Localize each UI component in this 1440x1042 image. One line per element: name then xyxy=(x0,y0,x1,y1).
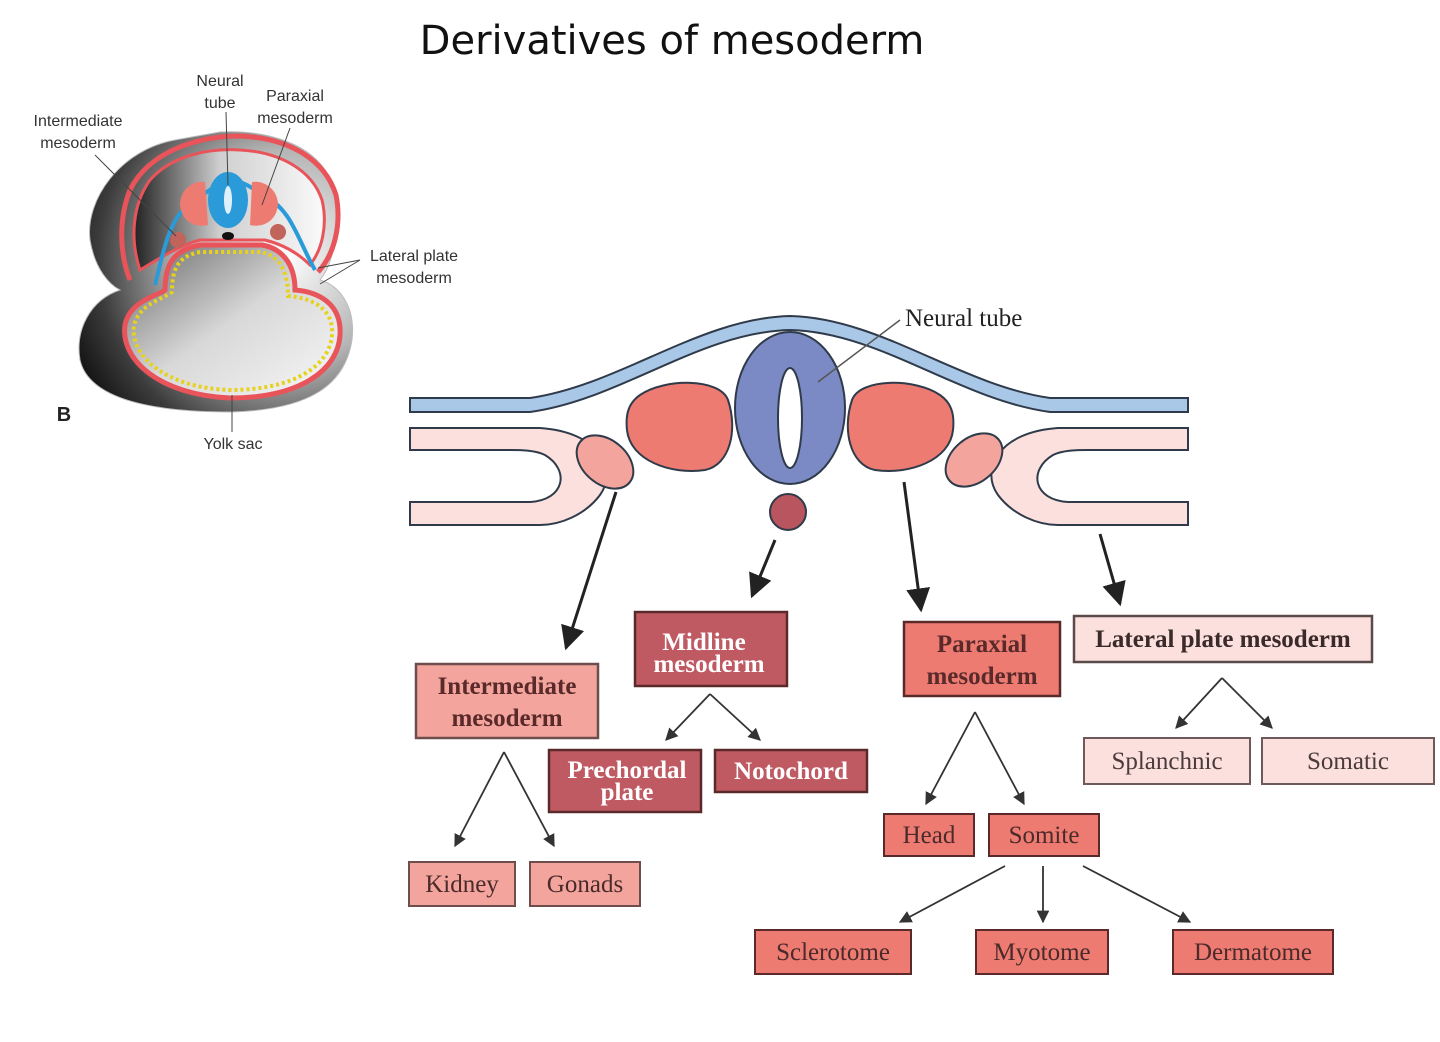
inset-leader-lines xyxy=(94,111,361,432)
inset-intermediate-label-1: Intermediate xyxy=(34,113,123,130)
box-splanchnic: Splanchnic xyxy=(1083,737,1251,785)
box-sclerotome-label: Sclerotome xyxy=(776,939,890,966)
embryo-inset: Neural tube Paraxial mesoderm Intermedia… xyxy=(34,73,459,453)
box-prechordal-plate: Prechordal plate xyxy=(547,748,703,814)
lateral-plate-left xyxy=(409,427,608,526)
box-somite-label: Somite xyxy=(1009,822,1080,849)
paraxial-mesoderm-left xyxy=(625,381,734,472)
box-intermediate-line-1: Intermediate xyxy=(438,673,577,700)
branch-arrows xyxy=(454,677,1273,924)
inset-yolk-sac-label: Yolk sac xyxy=(204,436,263,453)
box-gonads: Gonads xyxy=(529,861,641,907)
box-myotome: Myotome xyxy=(975,929,1109,975)
arrow-to-paraxial xyxy=(902,481,931,613)
box-lateral-plate-mesoderm: Lateral plate mesoderm xyxy=(1072,614,1374,664)
box-midline-mesoderm: Midline mesoderm xyxy=(633,610,789,688)
ectoderm-red-outline xyxy=(119,133,341,281)
cross-section: Neural tube xyxy=(409,305,1189,531)
box-gonads-label: Gonads xyxy=(547,871,623,898)
inset-notochord xyxy=(222,232,234,240)
intermediate-mesoderm-left xyxy=(575,434,635,490)
inset-lateral-label-1: Lateral plate xyxy=(370,248,458,265)
inset-intermediate-left xyxy=(170,232,186,248)
box-somite: Somite xyxy=(988,813,1100,857)
box-notochord: Notochord xyxy=(713,748,869,794)
notochord-dot xyxy=(769,493,807,531)
box-somatic-label: Somatic xyxy=(1307,748,1389,775)
box-kidney: Kidney xyxy=(408,861,516,907)
box-dermatome-label: Dermatome xyxy=(1194,939,1312,966)
intermediate-mesoderm-right xyxy=(944,432,1004,488)
inset-lateral-label-2: mesoderm xyxy=(376,270,452,287)
main-arrows xyxy=(561,481,1126,651)
inset-intermediate-label-2: mesoderm xyxy=(40,135,116,152)
box-lateral-label: Lateral plate mesoderm xyxy=(1095,626,1351,653)
inset-yolk-sac xyxy=(122,242,343,401)
box-dermatome: Dermatome xyxy=(1172,929,1334,975)
box-paraxial-line-2: mesoderm xyxy=(926,663,1037,690)
slide-title: Derivatives of mesoderm xyxy=(419,18,925,64)
inset-endoderm-dots xyxy=(131,250,335,393)
ectoderm-layer xyxy=(409,314,1189,413)
box-midline-line-1: Midline xyxy=(662,629,745,656)
box-paraxial-mesoderm: Paraxial mesoderm xyxy=(902,620,1062,698)
inset-panel-letter: B xyxy=(57,404,71,426)
inset-neural-canal xyxy=(224,186,232,214)
box-head-label: Head xyxy=(903,822,956,849)
box-intermediate-line-2: mesoderm xyxy=(451,705,562,732)
inset-paraxial-label-1: Paraxial xyxy=(266,88,324,105)
inset-paraxial-right xyxy=(250,181,278,226)
box-kidney-label: Kidney xyxy=(425,871,499,898)
neural-canal xyxy=(777,367,803,469)
box-notochord-label: Notochord xyxy=(734,758,848,785)
box-head: Head xyxy=(883,813,975,857)
box-sclerotome: Sclerotome xyxy=(754,929,912,975)
arrow-to-intermediate xyxy=(561,491,618,651)
box-prechordal-line-2: plate xyxy=(601,779,654,806)
box-intermediate-mesoderm: Intermediate mesoderm xyxy=(414,662,600,740)
box-somatic: Somatic xyxy=(1261,737,1435,785)
lateral-plate-right xyxy=(990,427,1189,526)
inset-neural-label-1: Neural xyxy=(196,73,243,90)
box-splanchnic-label: Splanchnic xyxy=(1111,748,1222,775)
box-prechordal-line-1: Prechordal xyxy=(568,757,687,784)
inset-neural-label-2: tube xyxy=(204,95,235,112)
neural-tube-label: Neural tube xyxy=(905,305,1022,332)
box-myotome-label: Myotome xyxy=(993,939,1090,966)
box-paraxial-line-1: Paraxial xyxy=(937,631,1027,658)
inset-paraxial-left xyxy=(180,181,208,226)
neural-tube-leader xyxy=(817,319,901,383)
box-midline-line-2: mesoderm xyxy=(653,651,764,678)
inset-intermediate-right xyxy=(270,224,286,240)
arrow-to-midline xyxy=(749,539,777,599)
paraxial-mesoderm-right xyxy=(846,381,955,472)
inset-paraxial-label-2: mesoderm xyxy=(257,110,333,127)
arrow-to-lateral xyxy=(1098,533,1126,607)
